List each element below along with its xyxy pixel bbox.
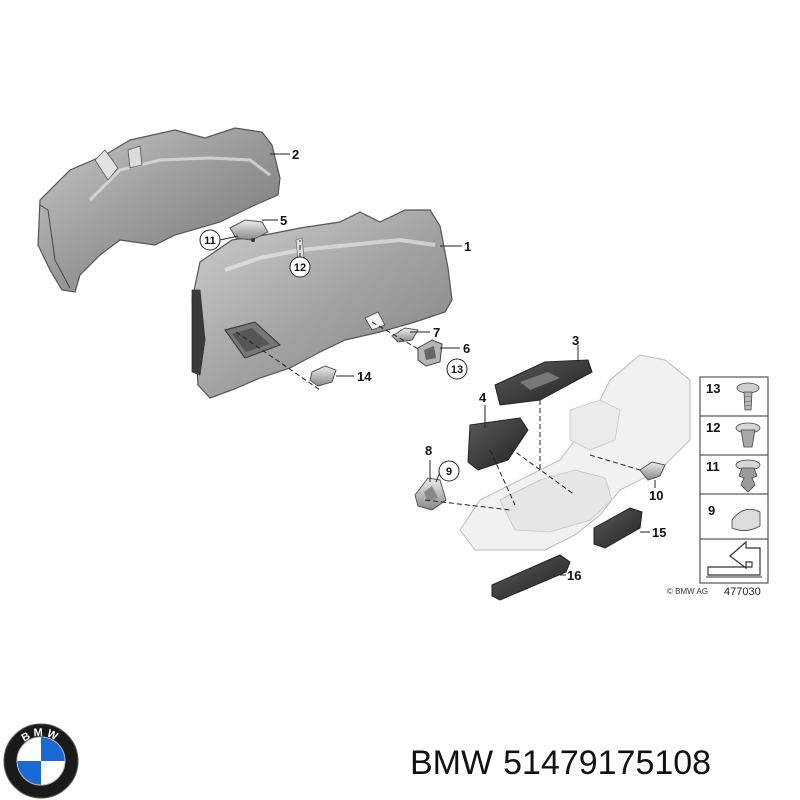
- svg-text:11: 11: [204, 235, 216, 247]
- callout-12: 12: [289, 256, 311, 278]
- svg-text:12: 12: [294, 262, 306, 274]
- part-15-block: [593, 507, 643, 549]
- part-10-clip: [639, 461, 666, 481]
- diagram-id: 477030: [724, 586, 761, 598]
- part-4-panel: [467, 417, 529, 471]
- callout-4: 4: [479, 390, 487, 405]
- fir-tree-clip-icon: [735, 459, 761, 493]
- part-1-side-trim: [191, 209, 453, 399]
- callout-5: 5: [280, 213, 287, 228]
- callout-1: 1: [464, 239, 471, 254]
- svg-text:9: 9: [446, 466, 452, 478]
- callout-10: 10: [649, 488, 663, 503]
- push-clip-icon: [735, 422, 761, 448]
- part-7-clip: [391, 327, 419, 343]
- callout-13: 13: [446, 358, 468, 380]
- callout-3: 3: [572, 333, 579, 348]
- circled-callouts: 9 11 12 13: [199, 229, 468, 482]
- svg-text:13: 13: [451, 364, 463, 376]
- copyright-note: © BMW AG: [667, 587, 708, 596]
- part-number: 51479175108: [503, 744, 712, 782]
- screw-icon: [736, 382, 760, 411]
- brand-name: BMW: [410, 744, 494, 782]
- part-5-clip: [229, 219, 269, 242]
- legend-9: 9: [708, 503, 715, 518]
- callout-6: 6: [463, 341, 470, 356]
- callout-14: 14: [357, 369, 372, 384]
- callout-labels: 1 2 3 4 5 6 7 8 10 14 15 16: [280, 147, 666, 583]
- fastener-legend: 13 12 11 9: [699, 376, 769, 584]
- callout-16: 16: [567, 568, 581, 583]
- part-6-bracket: [417, 339, 443, 367]
- part-16-strip: [491, 554, 571, 601]
- legend-13: 13: [706, 381, 720, 396]
- callout-15: 15: [652, 525, 666, 540]
- callout-2: 2: [292, 147, 299, 162]
- bmw-logo: BMW: [3, 723, 79, 799]
- legend-11: 11: [706, 459, 720, 474]
- callout-9: 9: [438, 460, 460, 482]
- cap-icon: [731, 508, 761, 531]
- assembly-lines: [235, 240, 641, 511]
- callout-7: 7: [433, 325, 440, 340]
- part-14-clip: [309, 365, 337, 387]
- arrow-icon: [706, 540, 762, 578]
- callout-8: 8: [425, 443, 432, 458]
- part-3-cover: [494, 359, 593, 406]
- legend-12: 12: [706, 420, 720, 435]
- part-8-bracket: [414, 477, 447, 511]
- trunk-floor-outline: [459, 354, 691, 551]
- part-2-trim-panel: [37, 127, 281, 293]
- svg-text:BMW: BMW: [20, 727, 63, 745]
- callout-11: 11: [199, 229, 221, 251]
